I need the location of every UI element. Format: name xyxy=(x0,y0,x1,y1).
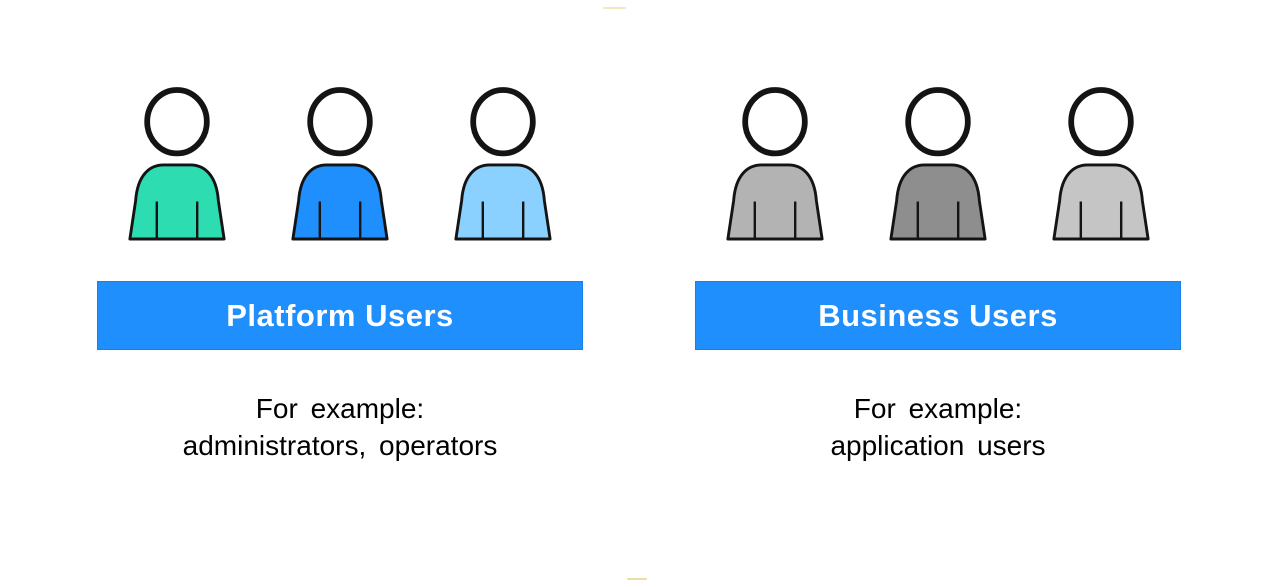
platform-users-description: For example: administrators, operators xyxy=(97,390,583,464)
artifact-mark-top xyxy=(603,7,626,9)
person-arms xyxy=(916,201,960,239)
person-icon-blue xyxy=(291,87,389,241)
business-users-banner-label: Business Users xyxy=(818,297,1058,333)
person-arms xyxy=(481,201,525,239)
person-torso xyxy=(1052,163,1150,241)
business-users-banner: Business Users xyxy=(695,281,1181,350)
description-line: application users xyxy=(830,430,1046,461)
person-icon-gray xyxy=(726,87,824,241)
person-head xyxy=(470,87,536,157)
person-icon-light-blue xyxy=(454,87,552,241)
person-arms xyxy=(1079,201,1123,239)
person-head xyxy=(742,87,808,157)
person-head xyxy=(905,87,971,157)
description-line: For example: xyxy=(853,393,1023,424)
platform-users-group: Platform Users For example: administrato… xyxy=(97,0,583,587)
person-head xyxy=(307,87,373,157)
business-users-icons-row xyxy=(695,86,1181,242)
person-torso xyxy=(454,163,552,241)
platform-users-icons-row xyxy=(97,86,583,242)
person-arms xyxy=(155,201,199,239)
person-arms xyxy=(753,201,797,239)
person-torso xyxy=(889,163,987,241)
person-arms xyxy=(318,201,362,239)
person-icon-teal xyxy=(128,87,226,241)
person-icon-dark-gray xyxy=(889,87,987,241)
person-head xyxy=(1068,87,1134,157)
description-line: administrators, operators xyxy=(182,430,498,461)
platform-users-banner: Platform Users xyxy=(97,281,583,350)
description-line: For example: xyxy=(255,393,425,424)
business-users-group: Business Users For example: application … xyxy=(695,0,1181,587)
person-torso xyxy=(128,163,226,241)
person-head xyxy=(144,87,210,157)
person-icon-light-gray xyxy=(1052,87,1150,241)
person-torso xyxy=(726,163,824,241)
artifact-mark-bottom xyxy=(627,578,647,580)
platform-users-banner-label: Platform Users xyxy=(226,297,454,333)
business-users-description: For example: application users xyxy=(695,390,1181,464)
person-torso xyxy=(291,163,389,241)
